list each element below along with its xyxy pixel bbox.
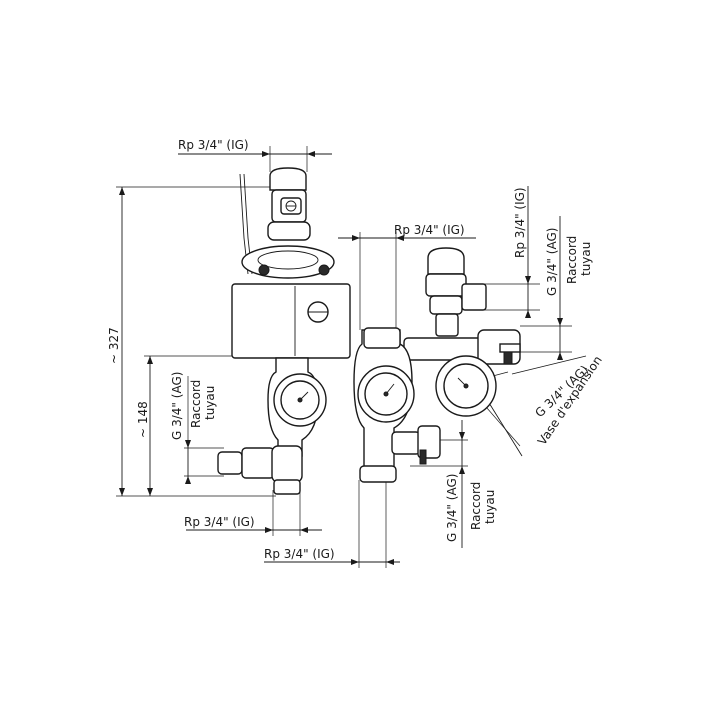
label-right-pipe-name-2: tuyau <box>579 242 593 276</box>
dimension-arrows <box>119 151 563 565</box>
label-left-pipe-thread: G 3/4" (AG) <box>170 372 184 440</box>
dimension-lines <box>116 146 587 568</box>
label-top-connection: Rp 3/4" (IG) <box>178 138 249 152</box>
left-assembly <box>217 167 351 495</box>
label-middle-connection: Rp 3/4" (IG) <box>394 223 465 237</box>
label-bottom-left-connection: Rp 3/4" (IG) <box>184 515 255 529</box>
label-bottom-pipe-name-1: Raccord <box>469 482 483 530</box>
label-height-total: ~ 327 <box>107 327 121 364</box>
label-left-pipe-name-1: Raccord <box>189 380 203 428</box>
labels: Rp 3/4" (IG) Rp 3/4" (IG) Rp 3/4" (IG) R… <box>107 138 605 561</box>
label-left-pipe-name-2: tuyau <box>203 386 217 420</box>
label-right-pipe-thread: G 3/4" (AG) <box>545 228 559 296</box>
label-bottom-pipe-thread: G 3/4" (AG) <box>445 474 459 542</box>
label-bottom-pipe-name-2: tuyau <box>483 490 497 524</box>
right-assembly <box>353 247 521 483</box>
label-height-pipes: ~ 148 <box>136 401 150 438</box>
label-bottom-right-connection: Rp 3/4" (IG) <box>264 547 335 561</box>
label-right-top-connection: Rp 3/4" (IG) <box>513 187 527 258</box>
label-right-pipe-name-1: Raccord <box>565 236 579 284</box>
